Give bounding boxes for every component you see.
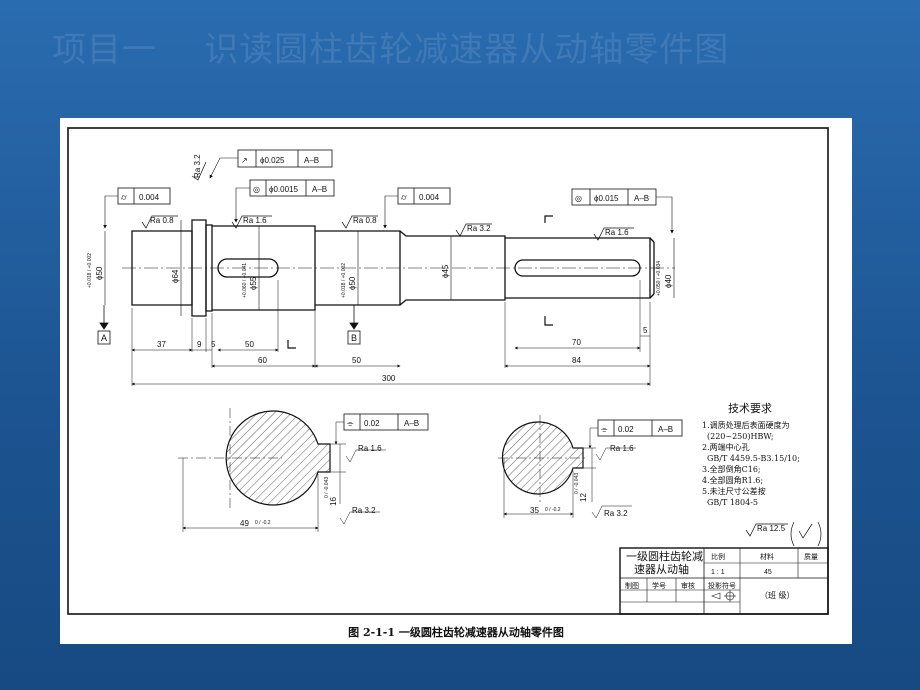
sec1-ra-32: Ra 3.2	[352, 506, 376, 515]
dim-60: 60	[258, 356, 267, 365]
sec1-tol-value: 0.02	[364, 419, 380, 428]
figure-caption: 图 2-1-1 一级圆柱齿轮减速器从动轴零件图	[348, 626, 564, 639]
tb-col-material: 材料	[760, 552, 774, 561]
tech-line-2: (220~250)HBW;	[707, 432, 774, 441]
slide-title: 项目一 识读圆柱齿轮减速器从动轴零件图	[52, 30, 730, 70]
ra-32-mid: Ra 3.2	[467, 224, 491, 233]
ra-16-a: Ra 1.6	[243, 216, 267, 225]
ra-32-vertical: Ra 3.2	[193, 154, 202, 178]
tol-cyl-right-value: 0.004	[419, 193, 440, 202]
sec2-tol-value: 0.02	[618, 425, 634, 434]
tb-part-name-2: 速器从动轴	[634, 562, 689, 576]
dim-84: 84	[572, 356, 581, 365]
ra-08-left: Ra 0.8	[150, 216, 174, 225]
tb-row-projection: 投影符号	[708, 581, 736, 590]
dim-50a: 50	[245, 340, 254, 349]
tb-part-name-1: 一级圆柱齿轮减	[626, 549, 703, 563]
ra-08-right: Ra 0.8	[353, 216, 377, 225]
dim-5b: 5	[643, 326, 648, 335]
sec2-ra-16: Ra 1.6	[610, 444, 634, 453]
dim-37: 37	[157, 340, 166, 349]
tech-line-8: GB/T 1804-5	[707, 498, 758, 507]
tb-row-drawn: 制图	[625, 581, 639, 590]
dim-50b: 50	[352, 356, 361, 365]
keyway-2	[514, 259, 641, 277]
tb-class: （班 级）	[760, 590, 795, 600]
section-view-2	[498, 415, 588, 503]
dim-300: 300	[382, 374, 396, 383]
sec2-ra-32: Ra 3.2	[604, 509, 628, 518]
dia-50-left-tol: +0.018 / +0.002	[87, 253, 93, 288]
tol-coax-value: ϕ0.0015	[269, 185, 299, 194]
ra-general: Ra 12.5	[757, 524, 786, 533]
dim-70: 70	[572, 338, 581, 347]
dim-5a: 5	[211, 340, 216, 349]
tech-line-7: 5.未注尺寸公差按	[702, 486, 766, 496]
dia-45: ϕ45	[441, 264, 450, 278]
dim-9: 9	[197, 340, 202, 349]
sec1-ra-16: Ra 1.6	[358, 444, 382, 453]
drawing-canvas: ϕ50 +0.018 / +0.002 ϕ64 ϕ55 +0.060 / +0.…	[67, 127, 829, 615]
tb-col-scale: 比例	[711, 552, 725, 561]
sec2-key-tol: 0 / -0.043	[574, 473, 580, 494]
tb-material-value: 45	[764, 569, 772, 576]
tech-line-4: GB/T 4459.5-B3.15/10;	[707, 454, 800, 463]
sec2-key: 12	[579, 493, 588, 502]
tol-coax2-symbol: ◎	[575, 194, 582, 203]
tech-line-6: 4.全部圆角R1.6;	[702, 475, 763, 485]
engineering-drawing: ϕ50 +0.018 / +0.002 ϕ64 ϕ55 +0.060 / +0.…	[60, 118, 852, 644]
sec1-key: 16	[329, 497, 338, 506]
sec2-width: 35	[530, 506, 539, 515]
tol-runout-value: ϕ0.025	[260, 156, 285, 165]
title-block	[619, 547, 829, 615]
dia-50-right-tol: +0.018 / +0.002	[341, 263, 347, 298]
tol-coax2-datum: A–B	[634, 194, 649, 203]
shaft-main-view	[122, 219, 675, 317]
dia-55: ϕ55	[249, 276, 258, 290]
sec1-tol-datum: A–B	[404, 419, 419, 428]
sheet-border	[67, 127, 829, 615]
tech-heading: 技术要求	[728, 402, 772, 415]
sec1-tol-symbol: ⌯	[347, 419, 354, 428]
dia-55-tol: +0.060 / +0.041	[242, 263, 248, 298]
keyway-1	[217, 258, 279, 278]
dia-50-right: ϕ50	[348, 276, 357, 290]
tol-runout-datum: A–B	[304, 156, 319, 165]
tol-coax-symbol: ◎	[253, 185, 260, 194]
sec2-width-tol: 0 / -0.2	[545, 507, 561, 513]
sec1-key-tol: 0 / -0.043	[324, 477, 330, 498]
sec2-tol-datum: A–B	[658, 425, 673, 434]
tech-line-1: 1.调质处理后表面硬度为	[702, 420, 790, 430]
tol-cyl-left-symbol: ⌭	[121, 193, 127, 202]
tol-cyl-left-value: 0.004	[139, 193, 160, 202]
tb-col-mass: 质量	[804, 552, 818, 561]
projection-symbol-icon	[711, 590, 736, 602]
tech-line-3: 2.两端中心孔	[702, 442, 750, 452]
tb-scale-value: 1 : 1	[711, 569, 725, 576]
sec1-width: 49	[240, 519, 249, 528]
tol-runout-symbol: ↗	[241, 156, 248, 165]
dia-50-left: ϕ50	[95, 266, 104, 280]
sec1-width-tol: 0 / -0.2	[255, 520, 271, 526]
tech-line-5: 3.全部倒角C16;	[702, 464, 761, 474]
tol-coax-datum: A–B	[312, 185, 327, 194]
tb-row-student: 学号	[652, 581, 666, 590]
ra-16-b: Ra 1.6	[605, 228, 629, 237]
tol-coax2-value: ϕ0.015	[594, 194, 619, 203]
section-view-1	[178, 408, 331, 508]
datum-b: B	[351, 333, 357, 343]
dia-64: ϕ64	[171, 269, 180, 283]
datum-a: A	[101, 333, 107, 343]
tol-cyl-right-symbol: ⌭	[401, 193, 407, 202]
dia-40-tol: +0.050 / +0.034	[656, 261, 662, 296]
tb-row-checked: 审核	[681, 581, 695, 590]
sec2-tol-symbol: ⌯	[601, 425, 608, 434]
dia-40: ϕ40	[664, 274, 673, 288]
